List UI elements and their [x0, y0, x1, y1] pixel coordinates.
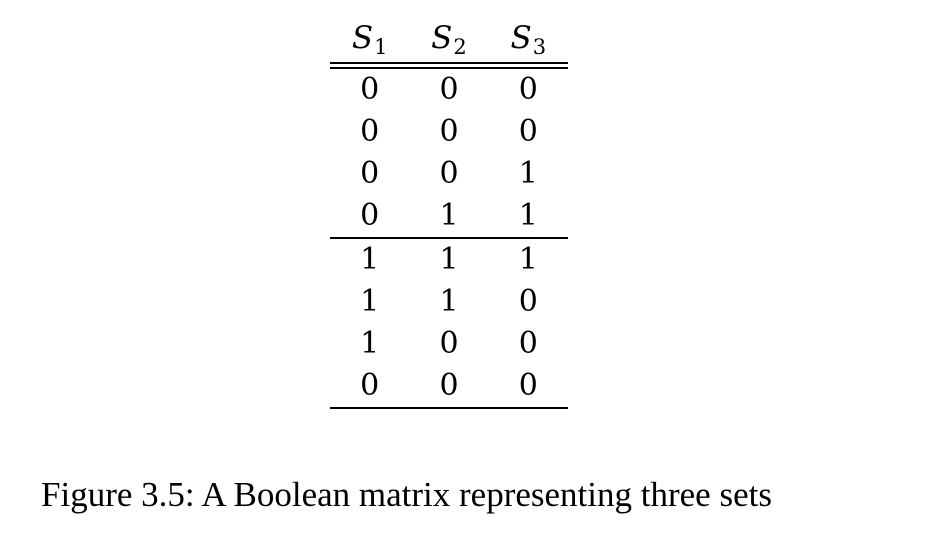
header-double-rule — [330, 62, 568, 69]
table-cell: 0 — [518, 368, 538, 403]
table-cell: 0 — [439, 368, 459, 403]
column-header-symbol: S — [510, 19, 532, 56]
figure-caption: Figure 3.5: A Boolean matrix representin… — [41, 475, 772, 514]
column-header-symbol: S — [431, 19, 453, 56]
table-cell: 0 — [439, 72, 459, 107]
table-cell: 1 — [439, 242, 459, 277]
table-row: 1 0 0 — [330, 323, 568, 365]
table-cell: 0 — [439, 156, 459, 191]
table-cell: 0 — [360, 72, 380, 107]
table-cell: 0 — [439, 326, 459, 361]
table-cell: 0 — [439, 114, 459, 149]
column-header-subscript: 3 — [532, 34, 547, 59]
table-row: 0 0 0 — [330, 111, 568, 153]
column-header-s1: S1 — [330, 19, 409, 59]
table-cell: 1 — [439, 198, 459, 233]
middle-rule — [330, 237, 568, 239]
matrix-header-row: S1 S2 S3 — [330, 18, 568, 62]
table-cell: 0 — [360, 114, 380, 149]
table-cell: 0 — [518, 72, 538, 107]
table-cell: 1 — [360, 326, 380, 361]
table-cell: 0 — [518, 284, 538, 319]
table-row: 0 0 0 — [330, 69, 568, 111]
table-row: 0 0 0 — [330, 365, 568, 407]
table-cell: 0 — [360, 198, 380, 233]
table-cell: 1 — [518, 242, 538, 277]
table-cell: 1 — [518, 198, 538, 233]
column-header-s3: S3 — [489, 19, 568, 59]
table-row: 1 1 0 — [330, 281, 568, 323]
table-row: 0 1 1 — [330, 195, 568, 237]
column-header-subscript: 1 — [374, 34, 388, 59]
column-header-symbol: S — [351, 19, 374, 56]
boolean-matrix: S1 S2 S3 0 0 0 0 0 0 0 0 1 0 1 1 1 1 1 1… — [330, 18, 568, 409]
table-cell: 1 — [439, 284, 459, 319]
bottom-rule — [330, 407, 568, 409]
table-cell: 1 — [518, 156, 538, 191]
table-cell: 1 — [360, 284, 380, 319]
table-cell: 0 — [518, 114, 538, 149]
column-header-subscript: 2 — [453, 34, 467, 59]
table-cell: 1 — [360, 242, 380, 277]
table-row: 0 0 1 — [330, 153, 568, 195]
table-cell: 0 — [360, 368, 380, 403]
table-row: 1 1 1 — [330, 239, 568, 281]
table-cell: 0 — [518, 326, 538, 361]
table-cell: 0 — [360, 156, 380, 191]
column-header-s2: S2 — [409, 19, 488, 59]
